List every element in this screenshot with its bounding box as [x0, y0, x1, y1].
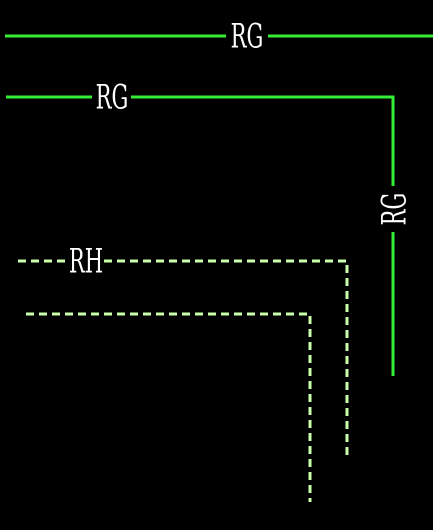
rg-middle-line-corner: [131, 95, 395, 186]
rg-middle-label: RG: [96, 77, 129, 117]
rg-top-label: RG: [231, 16, 264, 56]
rh-line-corner: [104, 259, 349, 460]
rg-vertical-label: RG: [374, 193, 414, 226]
dashed-line-inner: [26, 312, 312, 502]
rh-label: RH: [69, 241, 103, 281]
